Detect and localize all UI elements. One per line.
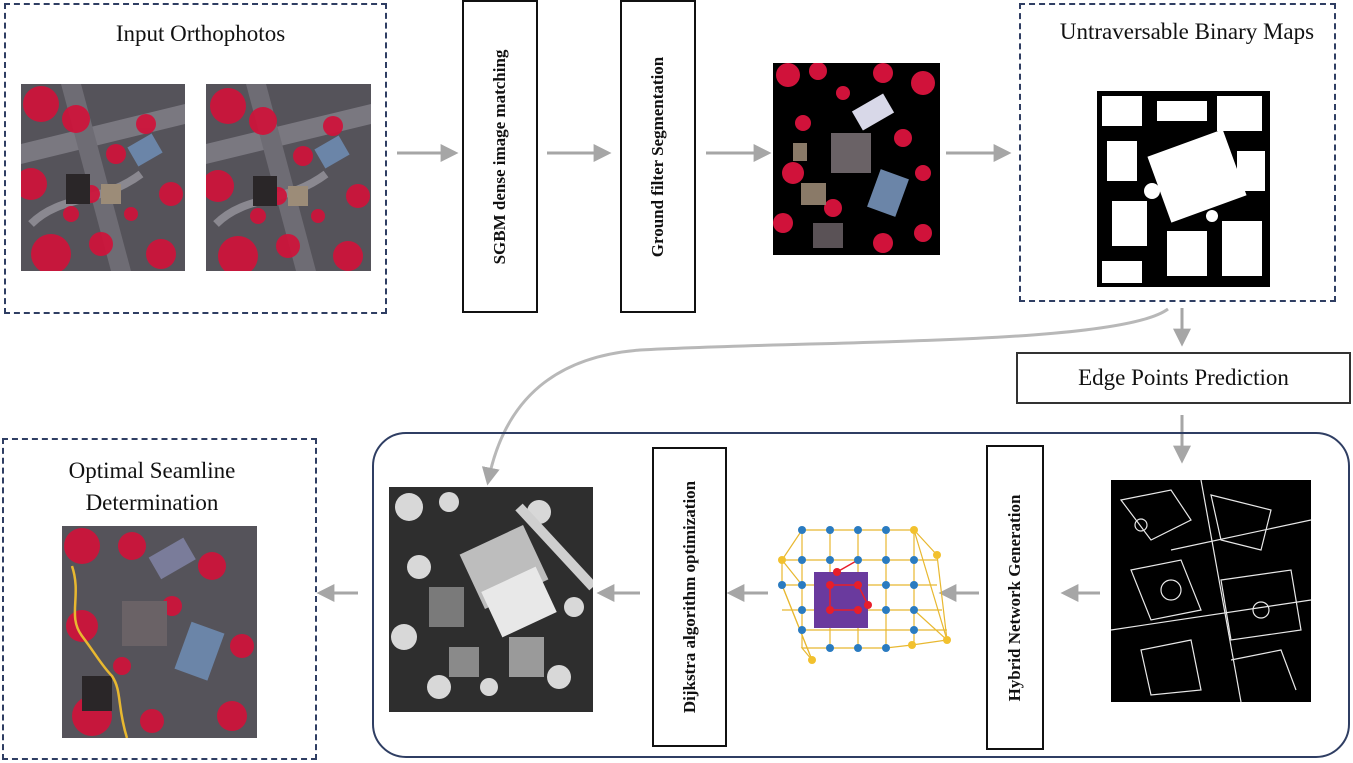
ground-filter-box: Ground filter Segmentation xyxy=(620,0,696,313)
optimal-seamline-box xyxy=(2,438,317,760)
binary-map-image xyxy=(1097,91,1270,287)
segmented-objects-image xyxy=(773,63,940,255)
binary-maps-title: Untraversable Binary Maps xyxy=(1059,19,1315,44)
edge-points-label: Edge Points Prediction xyxy=(1078,365,1289,390)
sgbm-label: SGBM dense image matching xyxy=(490,49,509,264)
arrow-binary-to-cost xyxy=(481,307,1169,486)
ground-filter-label: Ground filter Segmentation xyxy=(648,56,667,257)
binary-maps-box xyxy=(1019,3,1336,302)
input-orthophotos-box xyxy=(4,3,387,314)
input-orthophotos-title: Input Orthophotos xyxy=(115,21,286,46)
optimization-panel xyxy=(372,432,1350,758)
hybrid-network-label: Hybrid Network Generation xyxy=(1005,494,1024,701)
cost-map-image xyxy=(389,487,593,712)
sgbm-box: SGBM dense image matching xyxy=(462,0,538,313)
orthophoto-left xyxy=(21,84,185,271)
dijkstra-label: Dijkstra algorithm optimization xyxy=(679,480,699,714)
optimal-seamline-image xyxy=(62,526,257,738)
orthophoto-right xyxy=(206,84,371,271)
optimal-seamline-title: Optimal Seamline Determination xyxy=(68,458,236,515)
hybrid-network-box: Hybrid Network Generation xyxy=(986,445,1044,750)
hybrid-network-graph xyxy=(772,520,952,665)
dijkstra-box: Dijkstra algorithm optimization xyxy=(652,447,727,747)
edge-map-image xyxy=(1111,480,1311,702)
edge-points-box: Edge Points Prediction xyxy=(1016,352,1351,404)
